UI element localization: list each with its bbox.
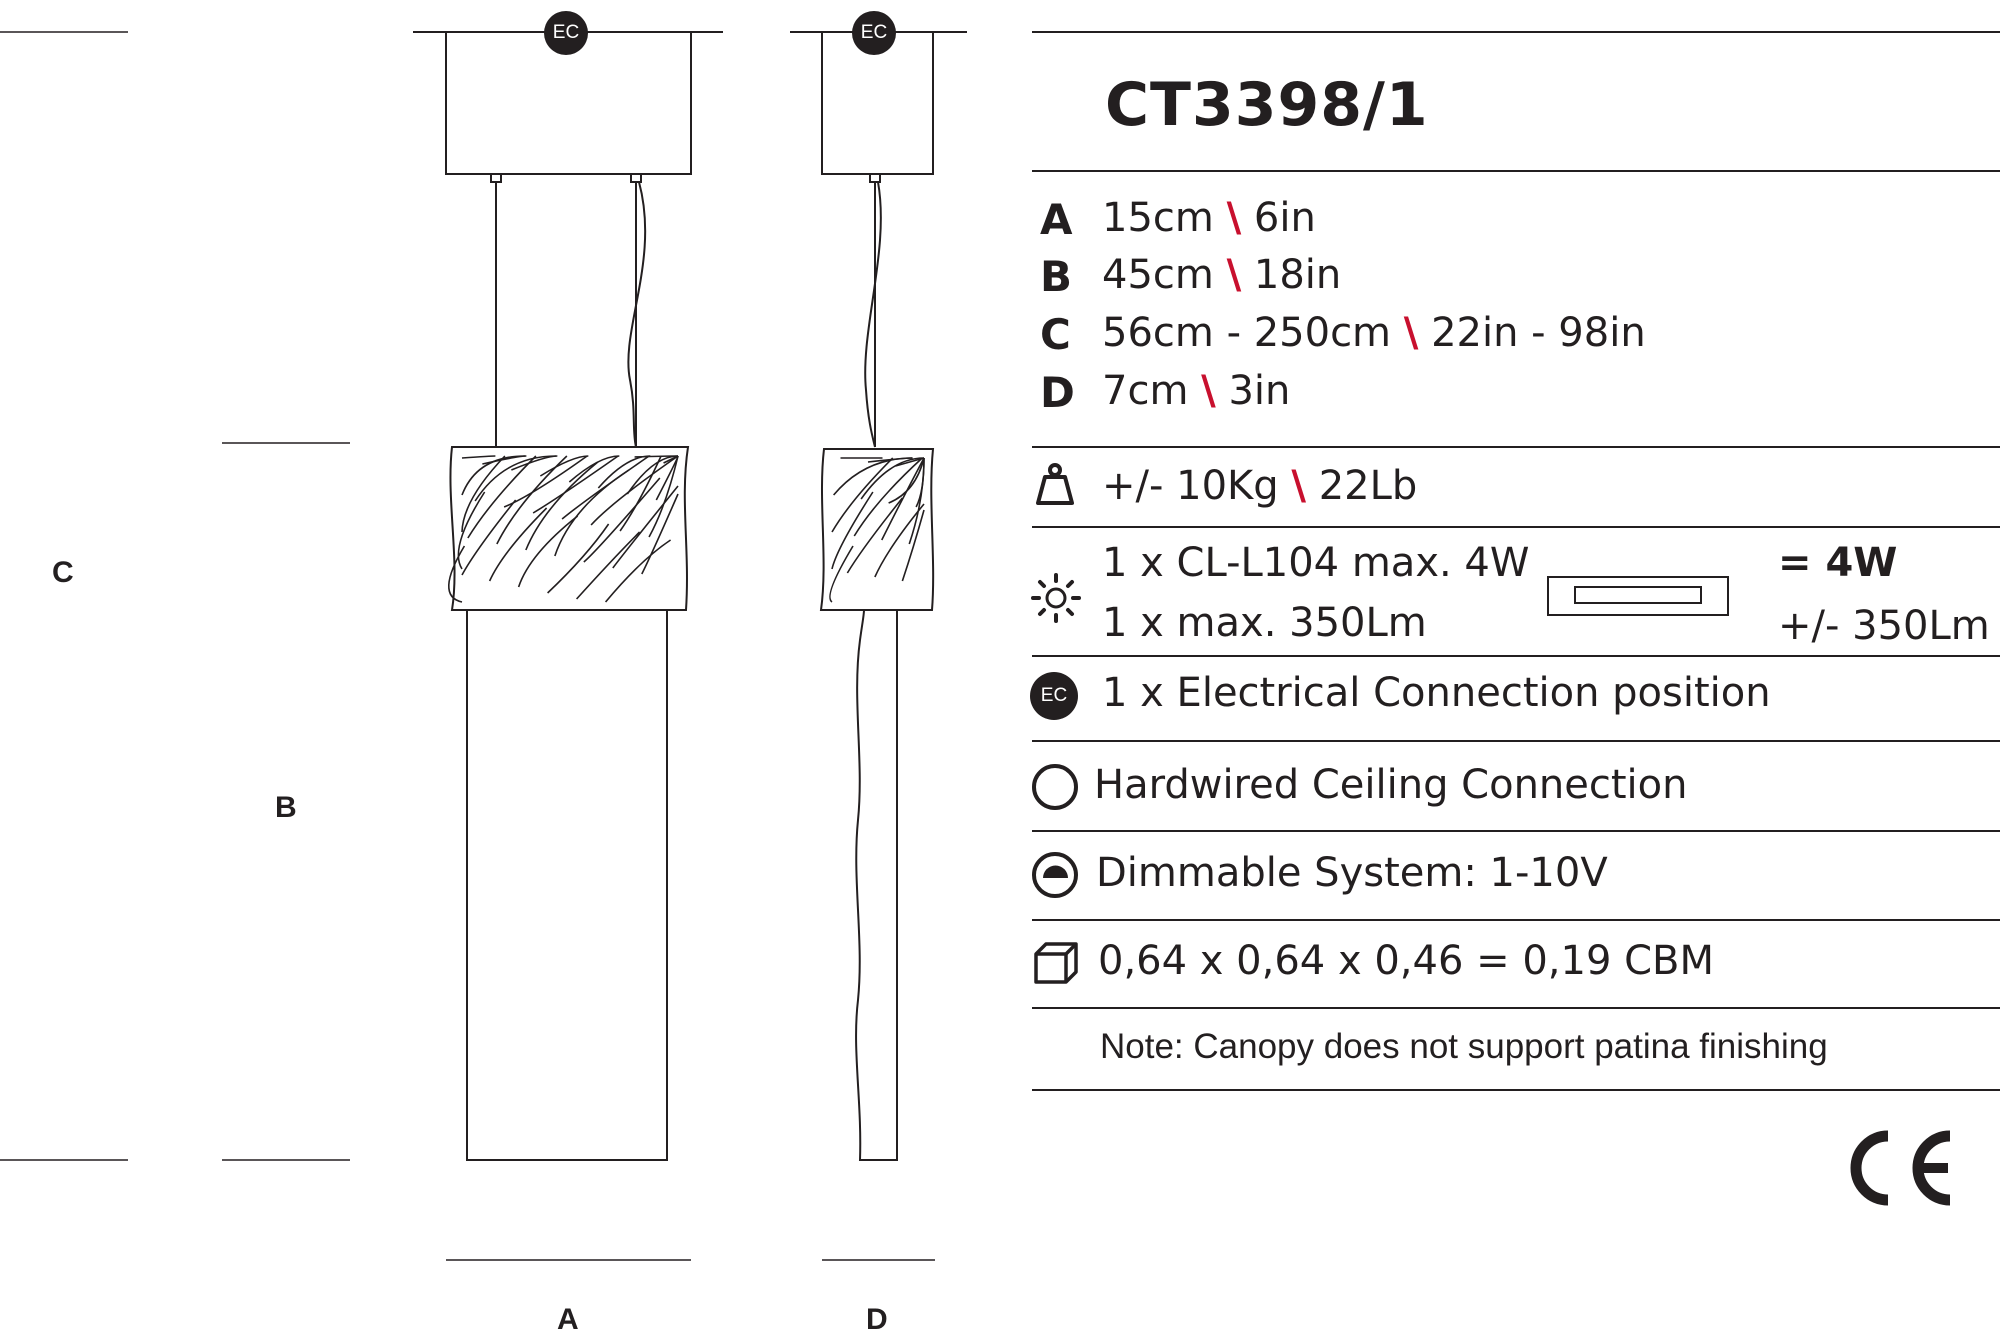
texture-stroke: [888, 457, 925, 504]
divider: [1032, 740, 2000, 742]
texture-stroke: [539, 455, 589, 477]
divider: [1032, 1089, 2000, 1091]
ring-front: [449, 446, 690, 611]
divider: [1032, 919, 2000, 921]
dim-label-c: C: [52, 556, 74, 589]
dim-label-a: A: [557, 1303, 579, 1336]
texture-stroke: [663, 455, 679, 464]
divider: [1032, 1007, 2000, 1009]
texture-stroke: [488, 507, 548, 582]
texture-stroke: [461, 499, 517, 576]
circle-icon: [1032, 764, 1078, 810]
model-title: CT3398/1: [1105, 70, 1429, 140]
ring-side: [819, 448, 935, 611]
texture-stroke: [590, 455, 679, 526]
texture-stroke: [457, 491, 486, 570]
packaging-volume: 0,64 x 0,64 x 0,46 = 0,19 CBM: [1098, 938, 1714, 984]
texture-stroke: [641, 493, 679, 575]
tube-side: [855, 609, 898, 1161]
texture-stroke: [648, 455, 679, 538]
ec-badge-front: EC: [544, 11, 588, 55]
divider: [1032, 655, 2000, 657]
texture-stroke: [568, 455, 620, 483]
total-watt: = 4W: [1778, 540, 1898, 586]
led-module-icon: [1547, 576, 1729, 616]
dimension-letter: C: [1040, 310, 1071, 359]
texture-stroke: [874, 503, 925, 578]
texture-stroke: [554, 469, 630, 557]
dimension-letter: B: [1040, 252, 1073, 301]
total-lumen: +/- 350Lm: [1778, 603, 1990, 649]
texture-stroke: [448, 545, 466, 603]
weight-icon: [1036, 463, 1074, 505]
dimension-letter: A: [1040, 195, 1073, 244]
divider: [1032, 830, 2000, 832]
texture-stroke: [461, 455, 526, 496]
electrical-connection: 1 x Electrical Connection position: [1102, 670, 1771, 716]
texture-stroke: [881, 457, 925, 541]
box-icon: [1034, 942, 1078, 984]
texture-stroke: [867, 457, 913, 463]
texture-stroke: [829, 545, 854, 603]
weight-value: +/- 10Kg \ 22Lb: [1102, 463, 1418, 509]
texture-stroke: [561, 455, 650, 520]
texture-stroke: [831, 457, 894, 533]
texture-stroke: [517, 515, 579, 588]
finishing-note: Note: Canopy does not support patina fin…: [1100, 1027, 1828, 1066]
dim-label-d: D: [866, 1303, 888, 1336]
technical-drawing: [0, 31, 967, 1261]
texture-stroke: [831, 491, 874, 570]
divider: [1032, 170, 2000, 172]
texture-stroke: [915, 457, 925, 508]
ec-badge-legend: EC: [1030, 672, 1078, 720]
texture-stroke: [482, 455, 527, 465]
ec-badge-side: EC: [852, 11, 896, 55]
texture-stroke: [612, 485, 679, 569]
texture-stroke: [532, 455, 619, 514]
dim-label-b: B: [275, 791, 297, 824]
texture-stroke: [467, 455, 537, 539]
texture-stroke: [511, 455, 558, 471]
texture-stroke: [604, 539, 672, 603]
light-lumen: 1 x max. 350Lm: [1102, 600, 1427, 646]
texture-stroke: [901, 509, 925, 582]
dimmer-icon: [1032, 852, 1078, 898]
divider: [1032, 526, 2000, 528]
texture-stroke: [461, 455, 506, 533]
connection-type: Hardwired Ceiling Connection: [1094, 762, 1688, 808]
tube-front: [466, 609, 668, 1161]
texture-stroke: [525, 461, 599, 551]
texture-stroke: [846, 497, 903, 574]
dimension-value: 45cm \ 18in: [1102, 252, 1342, 298]
texture-stroke: [474, 455, 557, 502]
light-source: 1 x CL-L104 max. 4W: [1102, 540, 1530, 586]
divider: [1032, 31, 2000, 33]
dimmable-system: Dimmable System: 1-10V: [1096, 850, 1608, 896]
texture-stroke: [503, 455, 588, 508]
sun-icon: [1031, 573, 1081, 623]
texture-stroke: [461, 455, 496, 459]
ce-mark-icon: [1850, 1130, 1951, 1206]
dimension-letter: D: [1040, 368, 1075, 417]
texture-stroke: [853, 457, 923, 537]
texture-stroke: [575, 531, 641, 600]
dimension-value: 7cm \ 3in: [1102, 368, 1291, 414]
texture-stroke: [634, 455, 679, 458]
texture-stroke: [619, 455, 662, 532]
divider: [1032, 446, 2000, 448]
dimension-value: 15cm \ 6in: [1102, 195, 1316, 241]
texture-stroke: [547, 523, 610, 594]
texture-stroke: [583, 477, 661, 563]
dimension-value: 56cm - 250cm \ 22in - 98in: [1102, 310, 1646, 356]
texture-stroke: [860, 457, 925, 500]
